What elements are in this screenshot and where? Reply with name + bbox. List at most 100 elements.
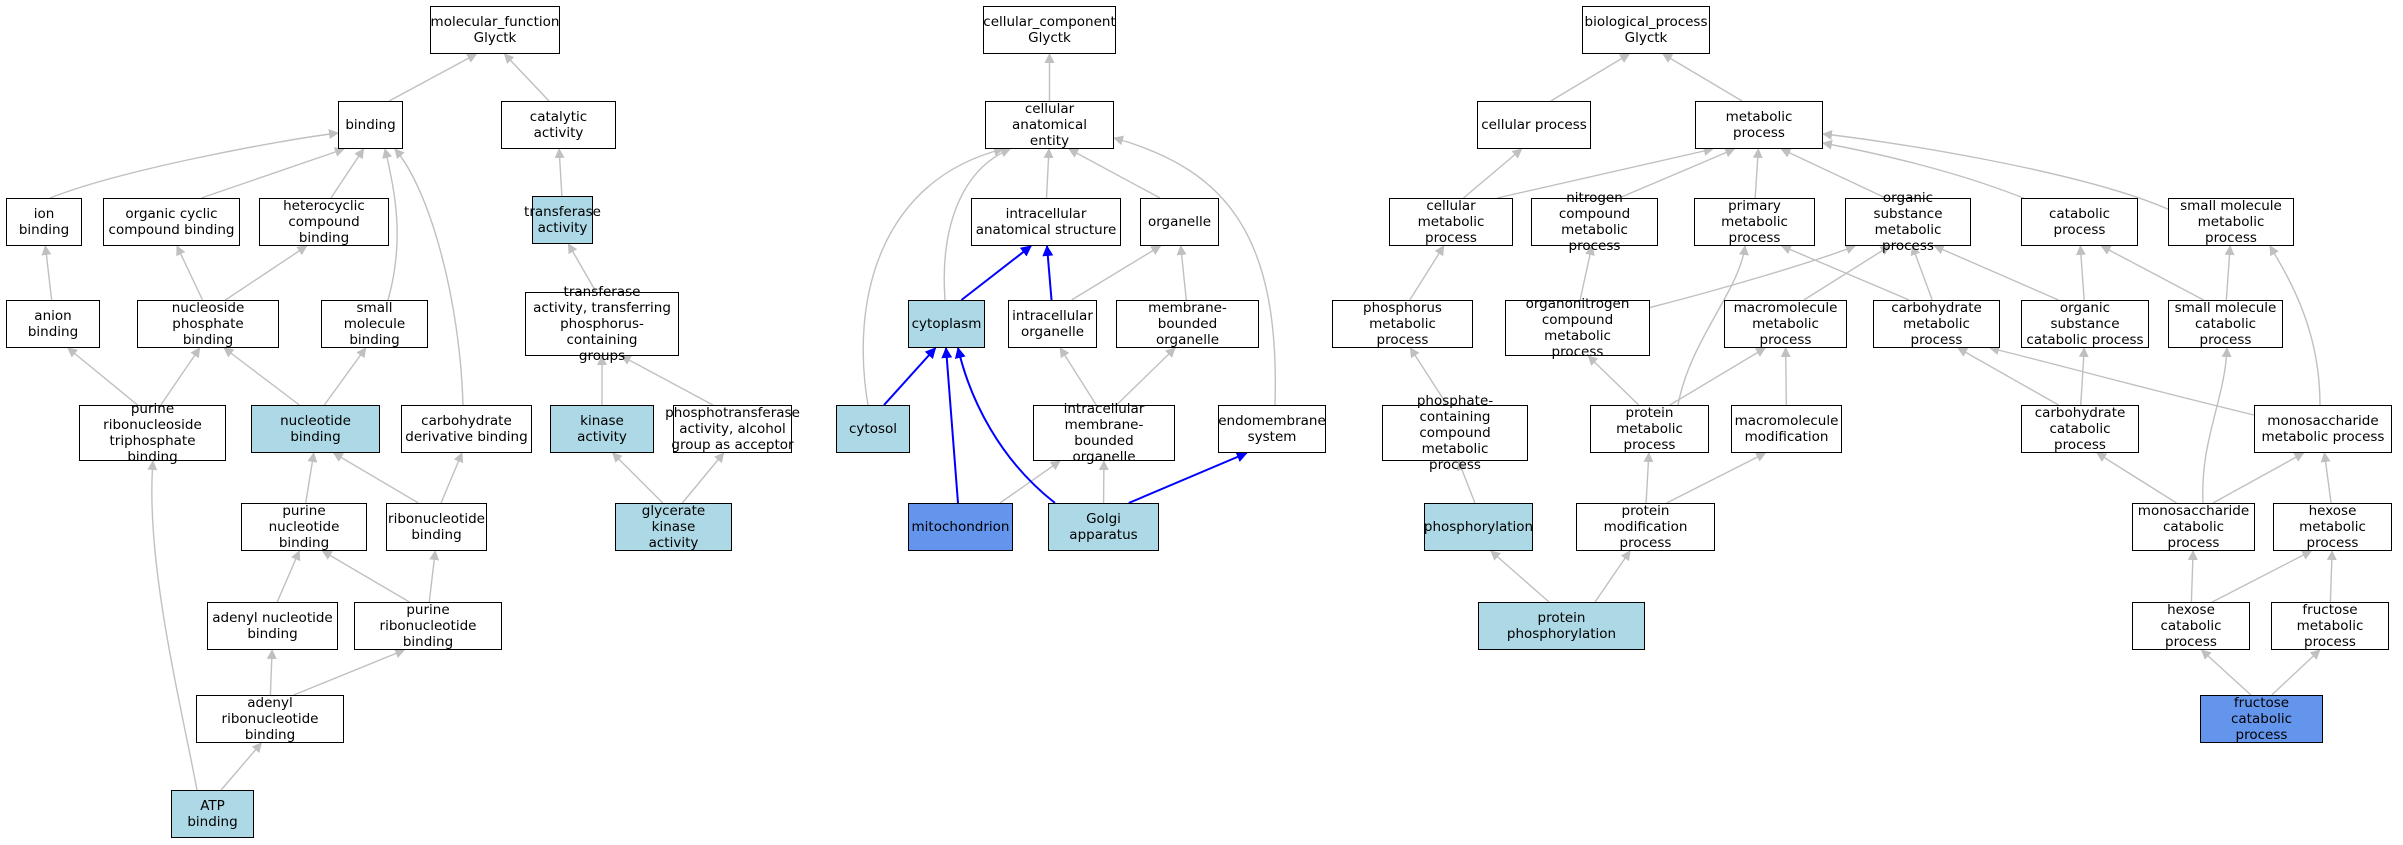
node-phosphotransferase-alcohol-acceptor[interactable]: phosphotransferase activity, alcohol gro… [665,405,800,453]
edge [1780,148,1886,199]
node-cellular-process[interactable]: cellular process [1477,101,1591,149]
node-nitrogen-compound-metabolic-process[interactable]: nitrogen compound metabolic process [1531,190,1658,254]
edge [332,452,419,504]
node-organic-substance-metabolic-process[interactable]: organic substance metabolic process [1845,190,1971,254]
node-nucleoside-phosphate-binding[interactable]: nucleoside phosphate binding [137,300,279,348]
node-purine-ribonucleoside-triphosphate-binding[interactable]: purine ribonucleoside triphosphate bindi… [79,401,226,465]
node-transferase-activity[interactable]: transferase activity [524,196,601,244]
node-membrane-bounded-organelle[interactable]: membrane-bounded organelle [1116,300,1259,348]
edge [440,452,464,504]
edge [323,347,367,406]
node-hexose-metabolic-process[interactable]: hexose metabolic process [2273,503,2392,551]
node-intracellular-membrane-bounded-organelle[interactable]: intracellular membrane-bounded organelle [1033,401,1175,465]
edge [305,452,318,504]
node-anion-binding[interactable]: anion binding [6,300,100,348]
node-binding[interactable]: binding [338,101,403,149]
node-monosaccharide-metabolic-process[interactable]: monosaccharide metabolic process [2254,405,2392,453]
edge [49,129,339,199]
edge [67,347,139,406]
node-fructose-catabolic-process[interactable]: fructose catabolic process [2200,695,2323,743]
node-golgi-apparatus[interactable]: Golgi apparatus [1048,503,1159,551]
node-ion-binding[interactable]: ion binding [6,198,82,246]
node-kinase-activity[interactable]: kinase activity [550,405,654,453]
edge [2187,550,2198,603]
node-cellular-component[interactable]: cellular_component Glyctk [983,6,1116,54]
node-carbohydrate-metabolic-process[interactable]: carbohydrate metabolic process [1873,300,2000,348]
node-ribonucleotide-binding[interactable]: ribonucleotide binding [386,503,487,551]
node-protein-modification-process[interactable]: protein modification process [1576,503,1715,551]
edge-strong [960,245,1032,301]
edge [321,550,410,603]
edge [1462,148,1523,199]
node-primary-metabolic-process[interactable]: primary metabolic process [1694,198,1815,246]
node-molecular-function[interactable]: molecular_function Glyctk [430,6,560,54]
node-endomembrane-system[interactable]: endomembrane system [1218,405,1326,453]
edge [2200,649,2252,696]
node-carbohydrate-derivative-binding[interactable]: carbohydrate derivative binding [401,405,532,453]
edge [2320,452,2332,504]
edge-strong [883,347,937,406]
node-catalytic-activity[interactable]: catalytic activity [501,101,616,149]
node-macromolecule-metabolic-process[interactable]: macromolecule metabolic process [1724,300,1847,348]
node-catabolic-process[interactable]: catabolic process [2021,198,2138,246]
edge [2096,452,2177,504]
node-adenyl-nucleotide-binding[interactable]: adenyl nucleotide binding [207,602,338,650]
node-carbohydrate-catabolic-process[interactable]: carbohydrate catabolic process [2021,405,2139,453]
edge [1780,244,1910,301]
edge [2202,347,2232,504]
edge [1662,53,1743,102]
node-nucleotide-binding[interactable]: nucleotide binding [251,405,380,453]
edge [394,148,464,406]
node-protein-metabolic-process[interactable]: protein metabolic process [1590,405,1709,453]
node-purine-nucleotide-binding[interactable]: purine nucleotide binding [241,503,367,551]
node-organonitrogen-compound-metabolic-process[interactable]: organonitrogen compound metabolic proces… [1505,296,1650,360]
node-phosphorus-metabolic-process[interactable]: phosphorus metabolic process [1332,300,1473,348]
edge [943,147,1011,301]
edge-strong [941,347,959,504]
node-transferase-phosphorus-groups[interactable]: transferase activity, transferring phosp… [525,284,679,364]
node-small-molecule-metabolic-process[interactable]: small molecule metabolic process [2168,198,2294,246]
edge [1457,460,1476,504]
node-cytosol[interactable]: cytosol [836,405,910,453]
node-small-molecule-binding[interactable]: small molecule binding [321,300,428,348]
edge [220,742,263,791]
node-cytoplasm[interactable]: cytoplasm [908,300,985,348]
edge [223,347,300,406]
edge [567,243,597,293]
node-atp-binding[interactable]: ATP binding [171,790,254,838]
edge [1594,550,1631,603]
node-intracellular-anatomical-structure[interactable]: intracellular anatomical structure [971,198,1121,246]
edge [201,147,345,199]
edge [554,148,565,197]
node-organic-cyclic-compound-binding[interactable]: organic cyclic compound binding [103,198,240,246]
node-monosaccharide-catabolic-process[interactable]: monosaccharide catabolic process [2132,503,2255,551]
edge-strong [1042,245,1054,301]
node-mitochondrion[interactable]: mitochondrion [908,503,1013,551]
node-macromolecule-modification[interactable]: macromolecule modification [1731,405,1842,453]
node-hexose-catabolic-process[interactable]: hexose catabolic process [2132,602,2250,650]
edge [1957,347,2059,406]
node-metabolic-process[interactable]: metabolic process [1695,101,1823,149]
node-biological-process[interactable]: biological_process Glyctk [1582,6,1710,54]
node-heterocyclic-compound-binding[interactable]: heterocyclic compound binding [259,198,389,246]
node-phosphorylation[interactable]: phosphorylation [1424,503,1533,551]
node-glycerate-kinase-activity[interactable]: glycerate kinase activity [615,503,732,551]
edge-strong [1128,451,1248,504]
edge [1822,129,2171,211]
node-cellular-metabolic-process[interactable]: cellular metabolic process [1389,198,1513,246]
node-cellular-anatomical-entity[interactable]: cellular anatomical entity [985,101,1114,149]
node-small-molecule-catabolic-process[interactable]: small molecule catabolic process [2168,300,2283,348]
node-adenyl-ribonucleotide-binding[interactable]: adenyl ribonucleotide binding [196,695,344,743]
node-fructose-metabolic-process[interactable]: fructose metabolic process [2271,602,2389,650]
node-intracellular-organelle[interactable]: intracellular organelle [1008,300,1097,348]
edge [862,146,1004,406]
node-protein-phosphorylation[interactable]: protein phosphorylation [1478,602,1645,650]
node-purine-ribonucleotide-binding[interactable]: purine ribonucleotide binding [354,602,502,650]
edge [1669,347,1766,406]
edge [2078,347,2089,406]
node-organic-substance-catabolic-process[interactable]: organic substance catabolic process [2021,300,2149,348]
edge [160,347,201,406]
node-phosphate-containing-compound-metabolic-process[interactable]: phosphate-containing compound metabolic … [1382,393,1528,473]
edge [1780,347,1791,406]
node-organelle[interactable]: organelle [1140,198,1219,246]
